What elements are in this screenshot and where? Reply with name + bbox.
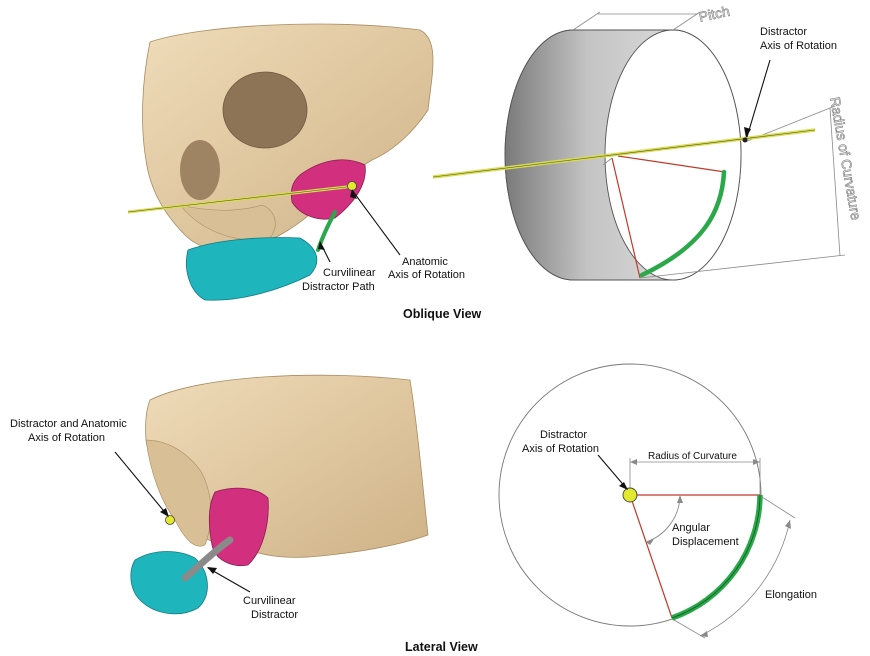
curvilinear-distractor-arrowhead [207,567,217,574]
anatomic-axis-pointer [352,190,400,255]
radius-of-curvature-lateral-label: Radius of Curvature [648,451,737,462]
elongation-arrow-bottom [700,631,708,637]
radius-of-curvature-oblique-label: Radius of Curvature [827,96,864,222]
curvilinear-distractor-label-line2: Distractor [251,609,298,621]
angular-displacement-label-line1: Angular [672,522,710,534]
cylinder-axis-point [743,138,748,143]
lateral-mandible-segment [131,552,208,614]
oblique-view-title: Oblique View [403,307,482,321]
curvilinear-path-label-line2: Distractor Path [302,281,375,293]
oblique-skull-illustration [128,24,433,300]
oblique-eye-socket [223,72,307,148]
pitch-ext-line-left [573,12,600,30]
elongation-ext-top [762,497,795,518]
angular-displacement-arc [646,495,680,542]
angular-displacement-label-line2: Displacement [672,536,739,548]
anatomic-axis-label-line2: Axis of Rotation [388,269,465,281]
radius-dim-arrow-left [630,459,637,465]
distractor-axis-oblique-label-line2: Axis of Rotation [760,40,837,52]
elongation-ext-bottom [674,620,705,638]
lateral-distractor-path [672,495,760,618]
radius-line-angled [630,495,672,618]
oblique-mandible-segment [186,238,316,301]
lateral-circle-diagram [499,364,795,638]
lateral-view-title: Lateral View [405,640,478,654]
distractor-anatomic-axis-label-line1: Distractor and Anatomic [10,418,127,430]
distractor-axis-lateral-label-line1: Distractor [540,429,587,441]
angular-arc-arrowhead-top [677,495,683,503]
distractor-axis-pointer-oblique [747,60,770,137]
distractor-axis-lateral-label-line2: Axis of Rotation [522,443,599,455]
lateral-axis-point [166,516,175,525]
distractor-anatomic-axis-label-line2: Axis of Rotation [28,432,105,444]
curvilinear-path-label-line1: Curvilinear [323,267,376,279]
pitch-label: Pitch [697,3,731,25]
pitch-ext-line-right [673,12,700,30]
distractor-axis-point-lateral [623,488,637,502]
anatomic-axis-label-line1: Anatomic [402,256,448,268]
elongation-label: Elongation [765,589,817,601]
distractor-axis-arrowhead-lateral [619,482,628,490]
lateral-maxilla-segment [209,488,268,565]
oblique-nasal-cavity [180,140,220,200]
distractor-axis-oblique-label-line1: Distractor [760,26,807,38]
lateral-skull-illustration [131,375,428,614]
curvilinear-distractor-label-line1: Curvilinear [243,595,296,607]
